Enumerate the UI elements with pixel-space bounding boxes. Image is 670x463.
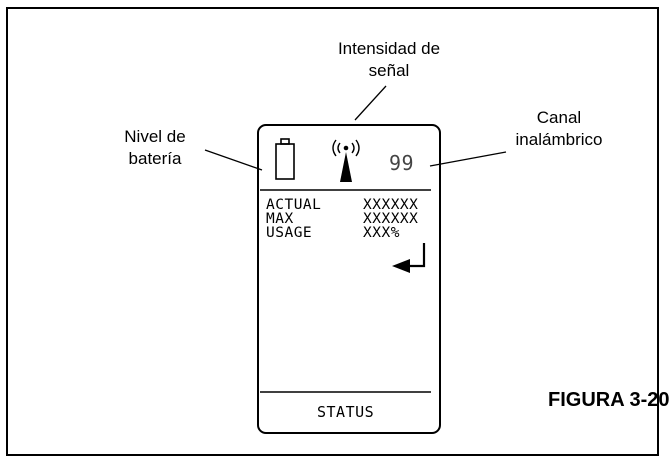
- readout-label-actual: ACTUAL: [266, 197, 322, 213]
- battery-callout-line-2: batería: [128, 149, 182, 168]
- readout-value-max: XXXXXX: [363, 211, 419, 227]
- readout-label-max: MAX: [266, 211, 294, 227]
- readout-value-usage: XXX%: [363, 225, 400, 241]
- wireless-channel-callout: Canal inalámbrico: [494, 107, 624, 151]
- readout-value-actual: XXXXXX: [363, 197, 419, 213]
- channel-callout-line-1: Canal: [536, 108, 582, 127]
- device-display: 99 ACTUAL XXXXXX MAX XXXXXX USAGE XXX% S…: [257, 124, 441, 434]
- channel-callout-line-2: inalámbrico: [515, 130, 603, 149]
- readout-label-usage: USAGE: [266, 225, 313, 241]
- channel-number: 99: [389, 151, 415, 175]
- battery-callout-line-1: Nivel de: [124, 127, 186, 146]
- battery-level-callout: Nivel de batería: [100, 126, 210, 170]
- figure-frame: [6, 7, 659, 456]
- signal-strength-callout: Intensidad de señal: [314, 38, 464, 82]
- signal-callout-line-1: Intensidad de: [337, 39, 441, 58]
- signal-callout-line-2: señal: [368, 61, 410, 80]
- figure-label: FIGURA 3-20: [548, 389, 670, 411]
- status-label: STATUS: [317, 403, 375, 421]
